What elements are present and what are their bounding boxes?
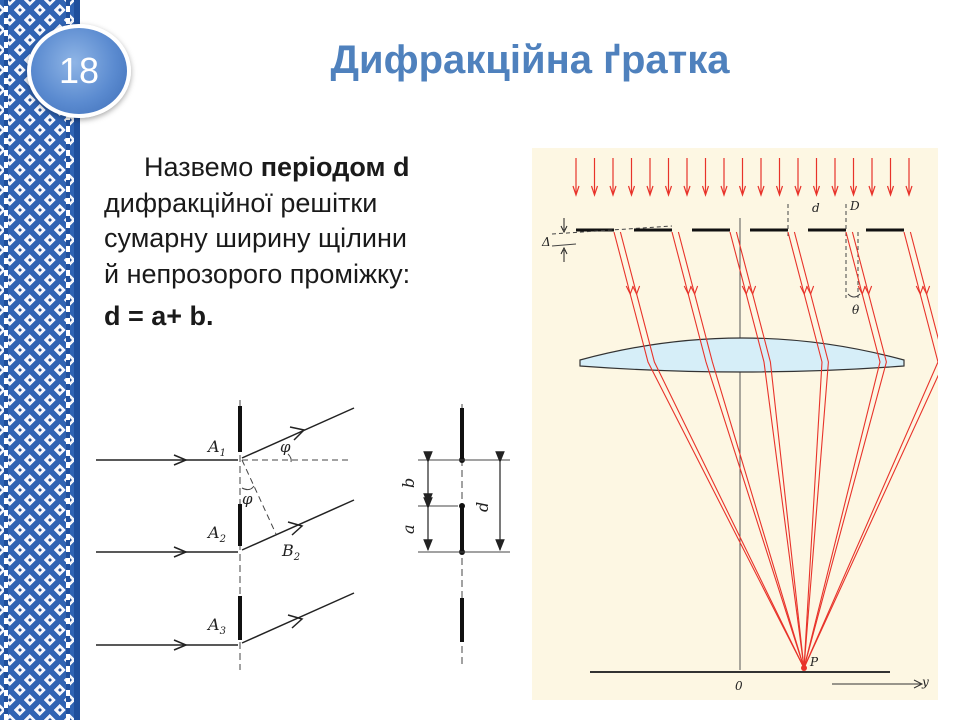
label-y: y — [921, 675, 929, 689]
ukrainian-ornament-border — [0, 0, 80, 720]
definition-text: Назвемо періодом d дифракційної решітки … — [104, 150, 524, 334]
slide-title: Дифракційна ґратка — [330, 38, 730, 82]
label-zero: 0 — [735, 679, 743, 693]
text-line-2: дифракційної решітки — [104, 187, 378, 218]
label-P: P — [809, 655, 819, 669]
label-theta: θ — [852, 303, 860, 317]
diffracted-ray — [619, 231, 805, 669]
focus-point-p — [801, 665, 807, 671]
slit-geometry-diagram: A1 A2 A3 B2 φ φ b a d — [96, 400, 510, 670]
lens — [579, 337, 905, 373]
label-a2: A2 — [206, 523, 226, 545]
diffracted-ray — [735, 231, 805, 669]
diffracted-ray — [671, 231, 805, 669]
incident-rays — [572, 158, 913, 197]
diffraction-grating-diagram: d D θ Δ P 0 y — [532, 148, 938, 700]
diffracted-ray — [803, 231, 938, 669]
diffracted-ray — [803, 231, 881, 669]
text-line-1: Назвемо періодом d — [104, 150, 524, 186]
label-delta: Δ — [541, 235, 551, 249]
text-regular: Назвемо — [144, 152, 261, 182]
diffracted-ray — [613, 231, 805, 669]
label-a: a — [399, 524, 418, 534]
slide-number: 18 — [58, 50, 100, 91]
label-b: b — [399, 478, 418, 488]
text-line-3: сумарну ширину щілини — [104, 223, 407, 254]
diffracted-ray — [803, 231, 938, 669]
label-a3: A3 — [206, 615, 226, 637]
label-phi-mid: φ — [242, 490, 253, 508]
diffracted-ray — [729, 231, 805, 669]
label-D: D — [849, 199, 860, 213]
label-d-small: d — [812, 201, 820, 215]
text-line-4: й непрозорого проміжку: — [104, 258, 411, 289]
diffracted-ray — [677, 231, 805, 669]
text-bold-term: періодом d — [260, 152, 410, 182]
diffracted-ray — [793, 231, 829, 669]
slide-number-badge: 18 — [27, 24, 131, 118]
diffracted-ray — [803, 231, 887, 669]
label-a1: A1 — [206, 437, 226, 459]
label-phi-top: φ — [280, 438, 291, 456]
label-b2: B2 — [281, 541, 300, 563]
period-formula: d = a+ b. — [104, 300, 214, 331]
diffracted-rays — [613, 231, 938, 671]
diffracted-ray — [787, 231, 823, 669]
label-d: d — [473, 502, 492, 512]
